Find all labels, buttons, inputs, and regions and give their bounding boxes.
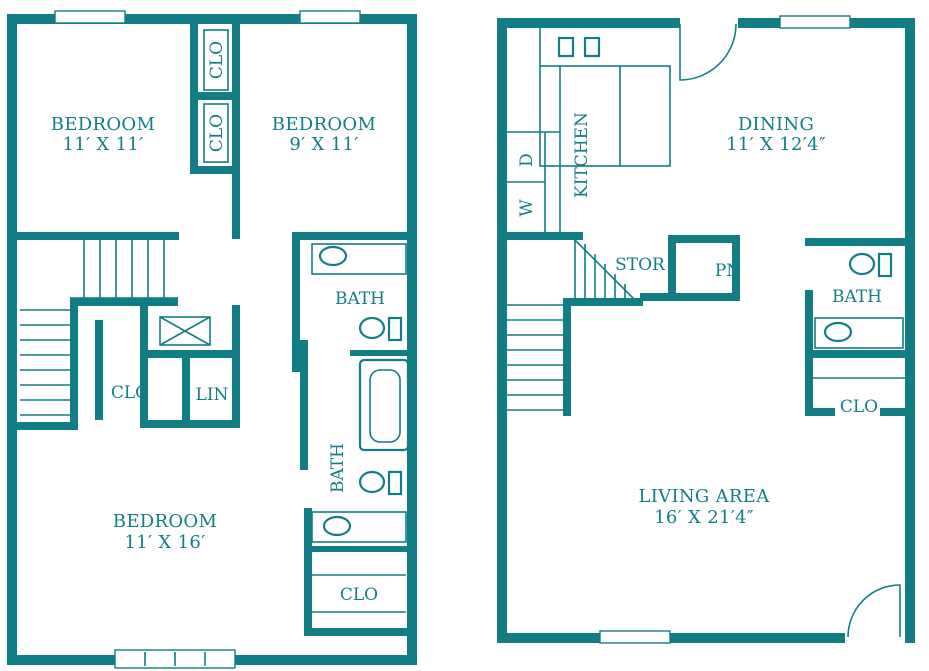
- dining-size: 11′ X 12′4″: [726, 134, 826, 155]
- interior-wall: [70, 298, 78, 430]
- bath-label: BATH: [832, 287, 882, 307]
- interior-wall: [7, 232, 179, 240]
- sink-icon: [322, 515, 352, 537]
- interior-wall: [563, 298, 643, 306]
- linen-label: LIN: [196, 385, 229, 405]
- interior-wall: [196, 166, 236, 174]
- interior-wall: [668, 235, 676, 301]
- closet-label: CLO: [207, 41, 227, 79]
- exterior-wall: [497, 18, 507, 643]
- pantry-label: PN: [715, 261, 741, 281]
- interior-wall: [300, 340, 308, 470]
- interior-wall: [140, 350, 240, 358]
- interior-wall: [805, 350, 910, 358]
- closet-label: CLO: [111, 383, 149, 403]
- window: [779, 15, 851, 29]
- living-name: LIVING AREA: [638, 486, 770, 507]
- upper-floor-plan: BEDROOM 11′ X 11′ BEDROOM 9′ X 11′ CLO C…: [7, 10, 417, 669]
- bedroom-ne-name: BEDROOM: [272, 114, 376, 135]
- attic-access: [159, 316, 211, 346]
- interior-wall: [304, 628, 414, 636]
- exterior-wall: [497, 633, 915, 643]
- sink-icon: [318, 245, 348, 267]
- bedroom-ne-size: 9′ X 11′: [289, 134, 358, 155]
- interior-wall: [805, 408, 835, 416]
- interior-wall: [880, 408, 910, 416]
- staircase: [507, 304, 563, 411]
- bath-label: BATH: [328, 443, 348, 493]
- dining-name: DINING: [738, 114, 814, 135]
- bedroom-nw-size: 11′ X 11′: [63, 134, 144, 155]
- interior-wall: [292, 232, 412, 240]
- bathtub-icon: [358, 358, 410, 452]
- bedroom-s-size: 11′ X 16′: [125, 532, 206, 553]
- sink-icon: [823, 321, 853, 343]
- closet-label: CLO: [840, 397, 878, 417]
- interior-wall: [805, 290, 813, 408]
- interior-wall: [563, 232, 583, 240]
- bedroom-s-name: BEDROOM: [113, 511, 217, 532]
- staircase: [574, 239, 636, 301]
- interior-wall: [140, 298, 148, 428]
- interior-wall: [640, 293, 740, 301]
- window: [54, 10, 126, 24]
- interior-wall: [7, 422, 77, 430]
- interior-wall: [507, 232, 567, 240]
- interior-wall: [304, 546, 414, 552]
- bedroom-nw-name: BEDROOM: [51, 114, 155, 135]
- living-size: 16′ X 21′4″: [654, 507, 754, 528]
- window: [299, 10, 361, 24]
- closet-label: CLO: [207, 114, 227, 152]
- toilet-icon: [358, 470, 386, 494]
- interior-wall: [196, 92, 236, 100]
- exterior-wall: [7, 14, 417, 24]
- interior-wall: [95, 320, 103, 420]
- kitchen-counter: [539, 65, 671, 167]
- door-swing: [679, 23, 737, 81]
- kitchen-label: KITCHEN: [572, 112, 592, 198]
- interior-wall: [563, 298, 571, 416]
- bath-label: BATH: [335, 289, 385, 309]
- interior-wall: [182, 358, 190, 424]
- interior-wall: [350, 350, 410, 356]
- main-floor-plan: KITCHEN D W DINING 11′ X 12′4″ STOR PN B…: [497, 15, 915, 645]
- interior-wall: [292, 232, 300, 372]
- door-swing: [847, 584, 901, 638]
- toilet-icon: [848, 252, 876, 276]
- interior-wall: [805, 238, 910, 246]
- washer-label: W: [517, 199, 537, 217]
- interior-wall: [232, 24, 240, 239]
- closet-label: CLO: [340, 585, 378, 605]
- toilet-icon: [358, 316, 386, 340]
- exterior-wall: [7, 14, 17, 665]
- interior-wall: [304, 508, 312, 633]
- interior-wall: [732, 235, 740, 301]
- dryer-label: D: [517, 153, 537, 167]
- interior-wall: [668, 235, 740, 243]
- exterior-wall: [905, 18, 915, 643]
- interior-wall: [190, 24, 198, 174]
- storage-label: STOR: [615, 255, 666, 275]
- window: [599, 630, 671, 644]
- interior-wall: [232, 305, 240, 425]
- exterior-wall: [407, 14, 417, 665]
- interior-wall: [78, 298, 178, 306]
